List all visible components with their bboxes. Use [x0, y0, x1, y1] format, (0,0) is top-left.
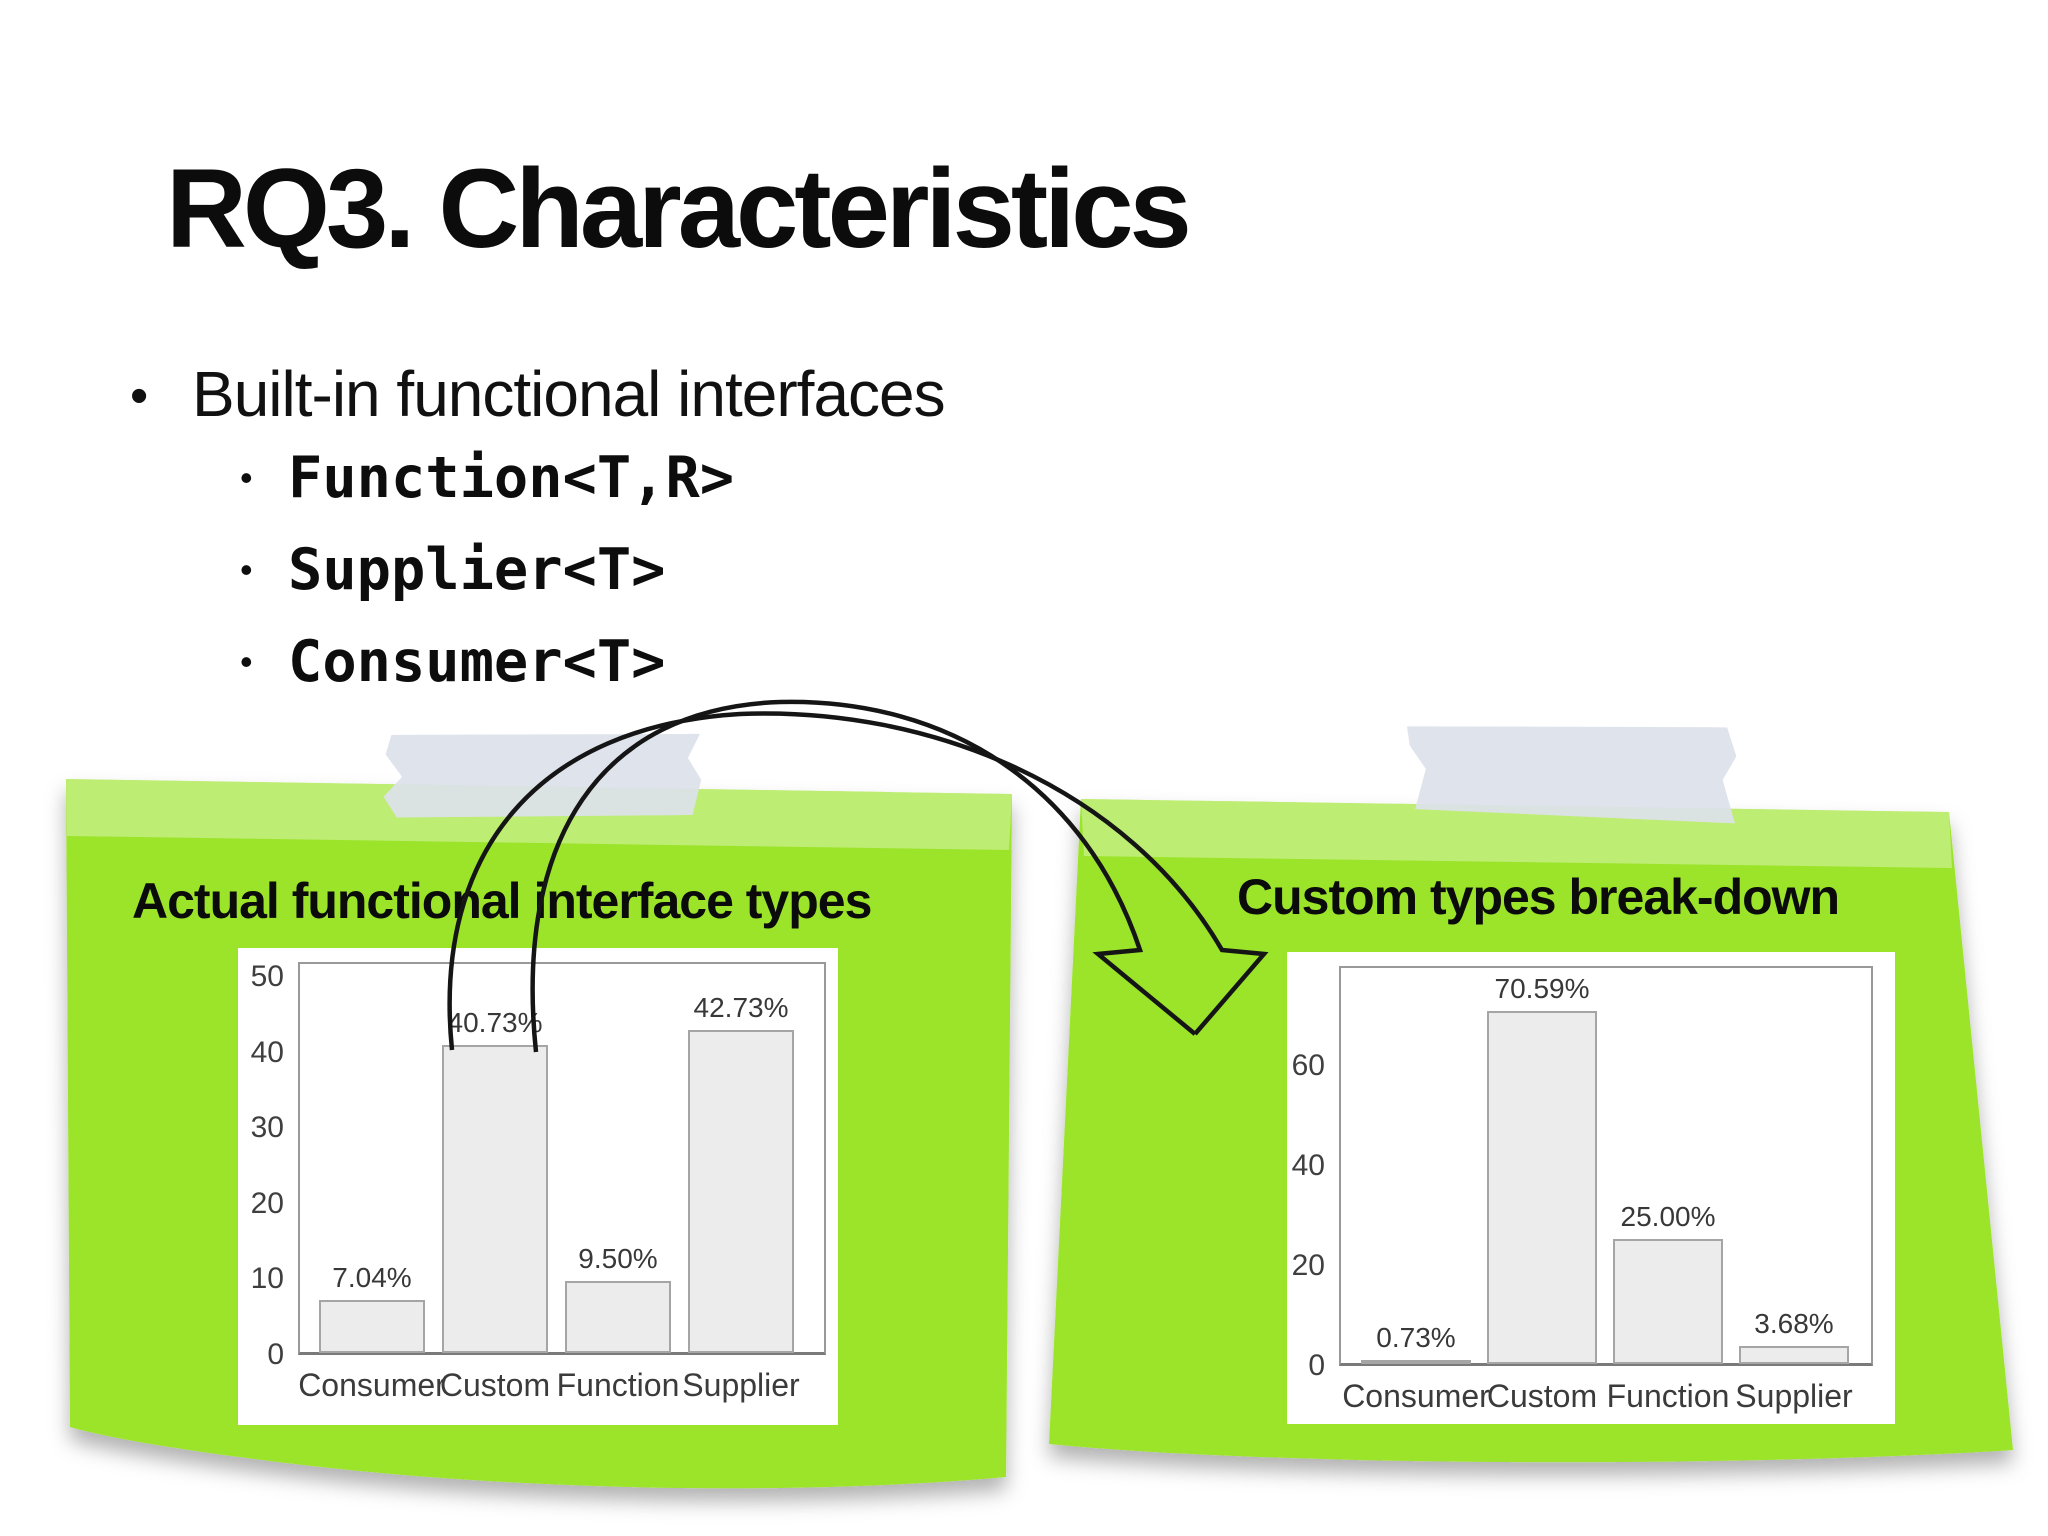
bullet-main-label: Built-in functional interfaces [192, 358, 946, 430]
bullet-main: • Built-in functional interfaces [130, 356, 946, 436]
bar-value-label: 25.00% [1620, 1201, 1716, 1232]
note-title-right: Custom types break-down [1237, 869, 1840, 925]
y-tick-label: 0 [1308, 1349, 1325, 1382]
bullet-icon: • [130, 367, 149, 425]
y-tick-label: 60 [1291, 1049, 1325, 1082]
x-category-label: Consumer [1342, 1378, 1490, 1414]
y-tick-label: 0 [267, 1338, 284, 1371]
code-item-consumer: Consumer<T> [288, 629, 666, 695]
chart-actual-interface-types: 0 10 20 30 40 50 7.04% Consumer 40.73% Custom 9.50… [238, 948, 838, 1425]
bullet-icon: • [240, 457, 253, 498]
bar-value-label: 7.04% [332, 1262, 412, 1293]
bar-value-label: 70.59% [1494, 973, 1590, 1004]
sticky-note-right-highlight [1081, 799, 1952, 868]
bar-value-label: 40.73% [447, 1007, 543, 1038]
tape-icon [1405, 721, 1737, 824]
bar-value-label: 3.68% [1754, 1308, 1834, 1339]
list-item: • Function<T,R> [240, 448, 734, 508]
y-tick-label: 40 [250, 1036, 284, 1069]
bar-function [1613, 1239, 1723, 1364]
bar-value-label: 42.73% [693, 992, 789, 1023]
code-list: • Function<T,R> • Supplier<T> • Consumer… [240, 448, 734, 724]
x-category-label: Function [1606, 1378, 1730, 1414]
x-category-label: Consumer [298, 1367, 446, 1403]
note-title-left: Actual functional interface types [132, 873, 872, 929]
x-category-label: Supplier [1735, 1378, 1853, 1414]
y-tick-label: 20 [1291, 1249, 1325, 1282]
y-tick-label: 30 [250, 1111, 284, 1144]
code-item-supplier: Supplier<T> [288, 537, 666, 603]
y-tick-label: 40 [1291, 1149, 1325, 1182]
chart-custom-types-breakdown: 0 20 40 60 0.73% Consumer 70.59% Custom 25.00% Fu… [1287, 952, 1895, 1424]
y-tick-label: 10 [250, 1262, 284, 1295]
bar-supplier [688, 1030, 794, 1353]
bar-supplier [1739, 1346, 1849, 1364]
x-category-label: Custom [439, 1367, 551, 1403]
bar-custom [442, 1045, 548, 1353]
bar-consumer [1361, 1360, 1471, 1364]
y-tick-label: 20 [250, 1187, 284, 1220]
code-item-function: Function<T,R> [288, 445, 735, 511]
page-title: RQ3. Characteristics [166, 146, 1192, 271]
bullet-icon: • [240, 641, 253, 682]
x-category-label: Custom [1486, 1378, 1598, 1414]
list-item: • Supplier<T> [240, 540, 734, 600]
bar-value-label: 0.73% [1376, 1322, 1456, 1353]
y-tick-label: 50 [250, 960, 284, 993]
x-category-label: Function [556, 1367, 680, 1403]
plot-area [1339, 966, 1873, 1366]
bar-value-label: 9.50% [578, 1243, 658, 1274]
bullet-icon: • [240, 549, 253, 590]
list-item: • Consumer<T> [240, 632, 734, 692]
tape-icon [382, 727, 702, 823]
bar-custom [1487, 1011, 1597, 1364]
bar-function [565, 1281, 671, 1353]
x-category-label: Supplier [682, 1367, 800, 1403]
bar-consumer [319, 1300, 425, 1353]
